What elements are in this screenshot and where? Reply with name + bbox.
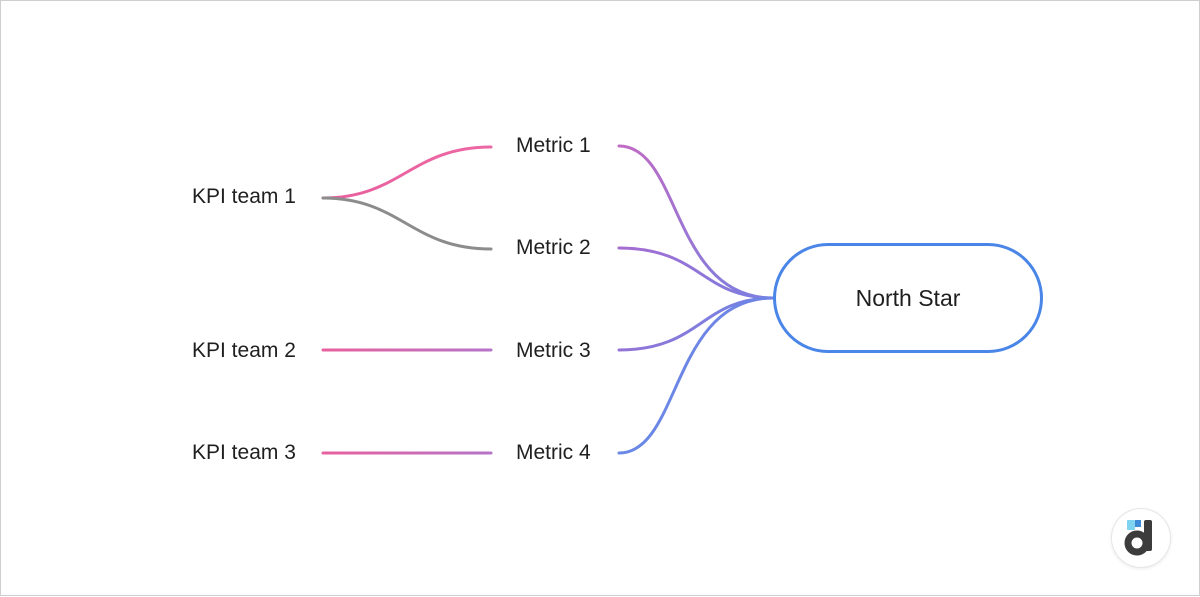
kpi-team-3-label: KPI team 3 [192, 441, 296, 464]
metric-4-label: Metric 4 [516, 441, 591, 464]
link-metric4-northstar [617, 296, 775, 455]
link-metric2-northstar [617, 246, 775, 300]
kpi-team-2-label: KPI team 2 [192, 339, 296, 362]
link-metric3-northstar [617, 296, 775, 352]
link-metric1-northstar [617, 144, 775, 300]
metric-2-label: Metric 2 [516, 236, 591, 259]
kpi-team-1-label: KPI team 1 [192, 185, 296, 208]
devtodev-logo-icon [1112, 509, 1170, 567]
link-kpi1-metric1 [321, 145, 493, 200]
link-kpi1-metric2 [321, 196, 493, 251]
metric-1-label: Metric 1 [516, 134, 591, 157]
north-star-node: North Star [773, 243, 1043, 353]
north-star-label: North Star [855, 284, 961, 311]
metric-3-label: Metric 3 [516, 339, 591, 362]
